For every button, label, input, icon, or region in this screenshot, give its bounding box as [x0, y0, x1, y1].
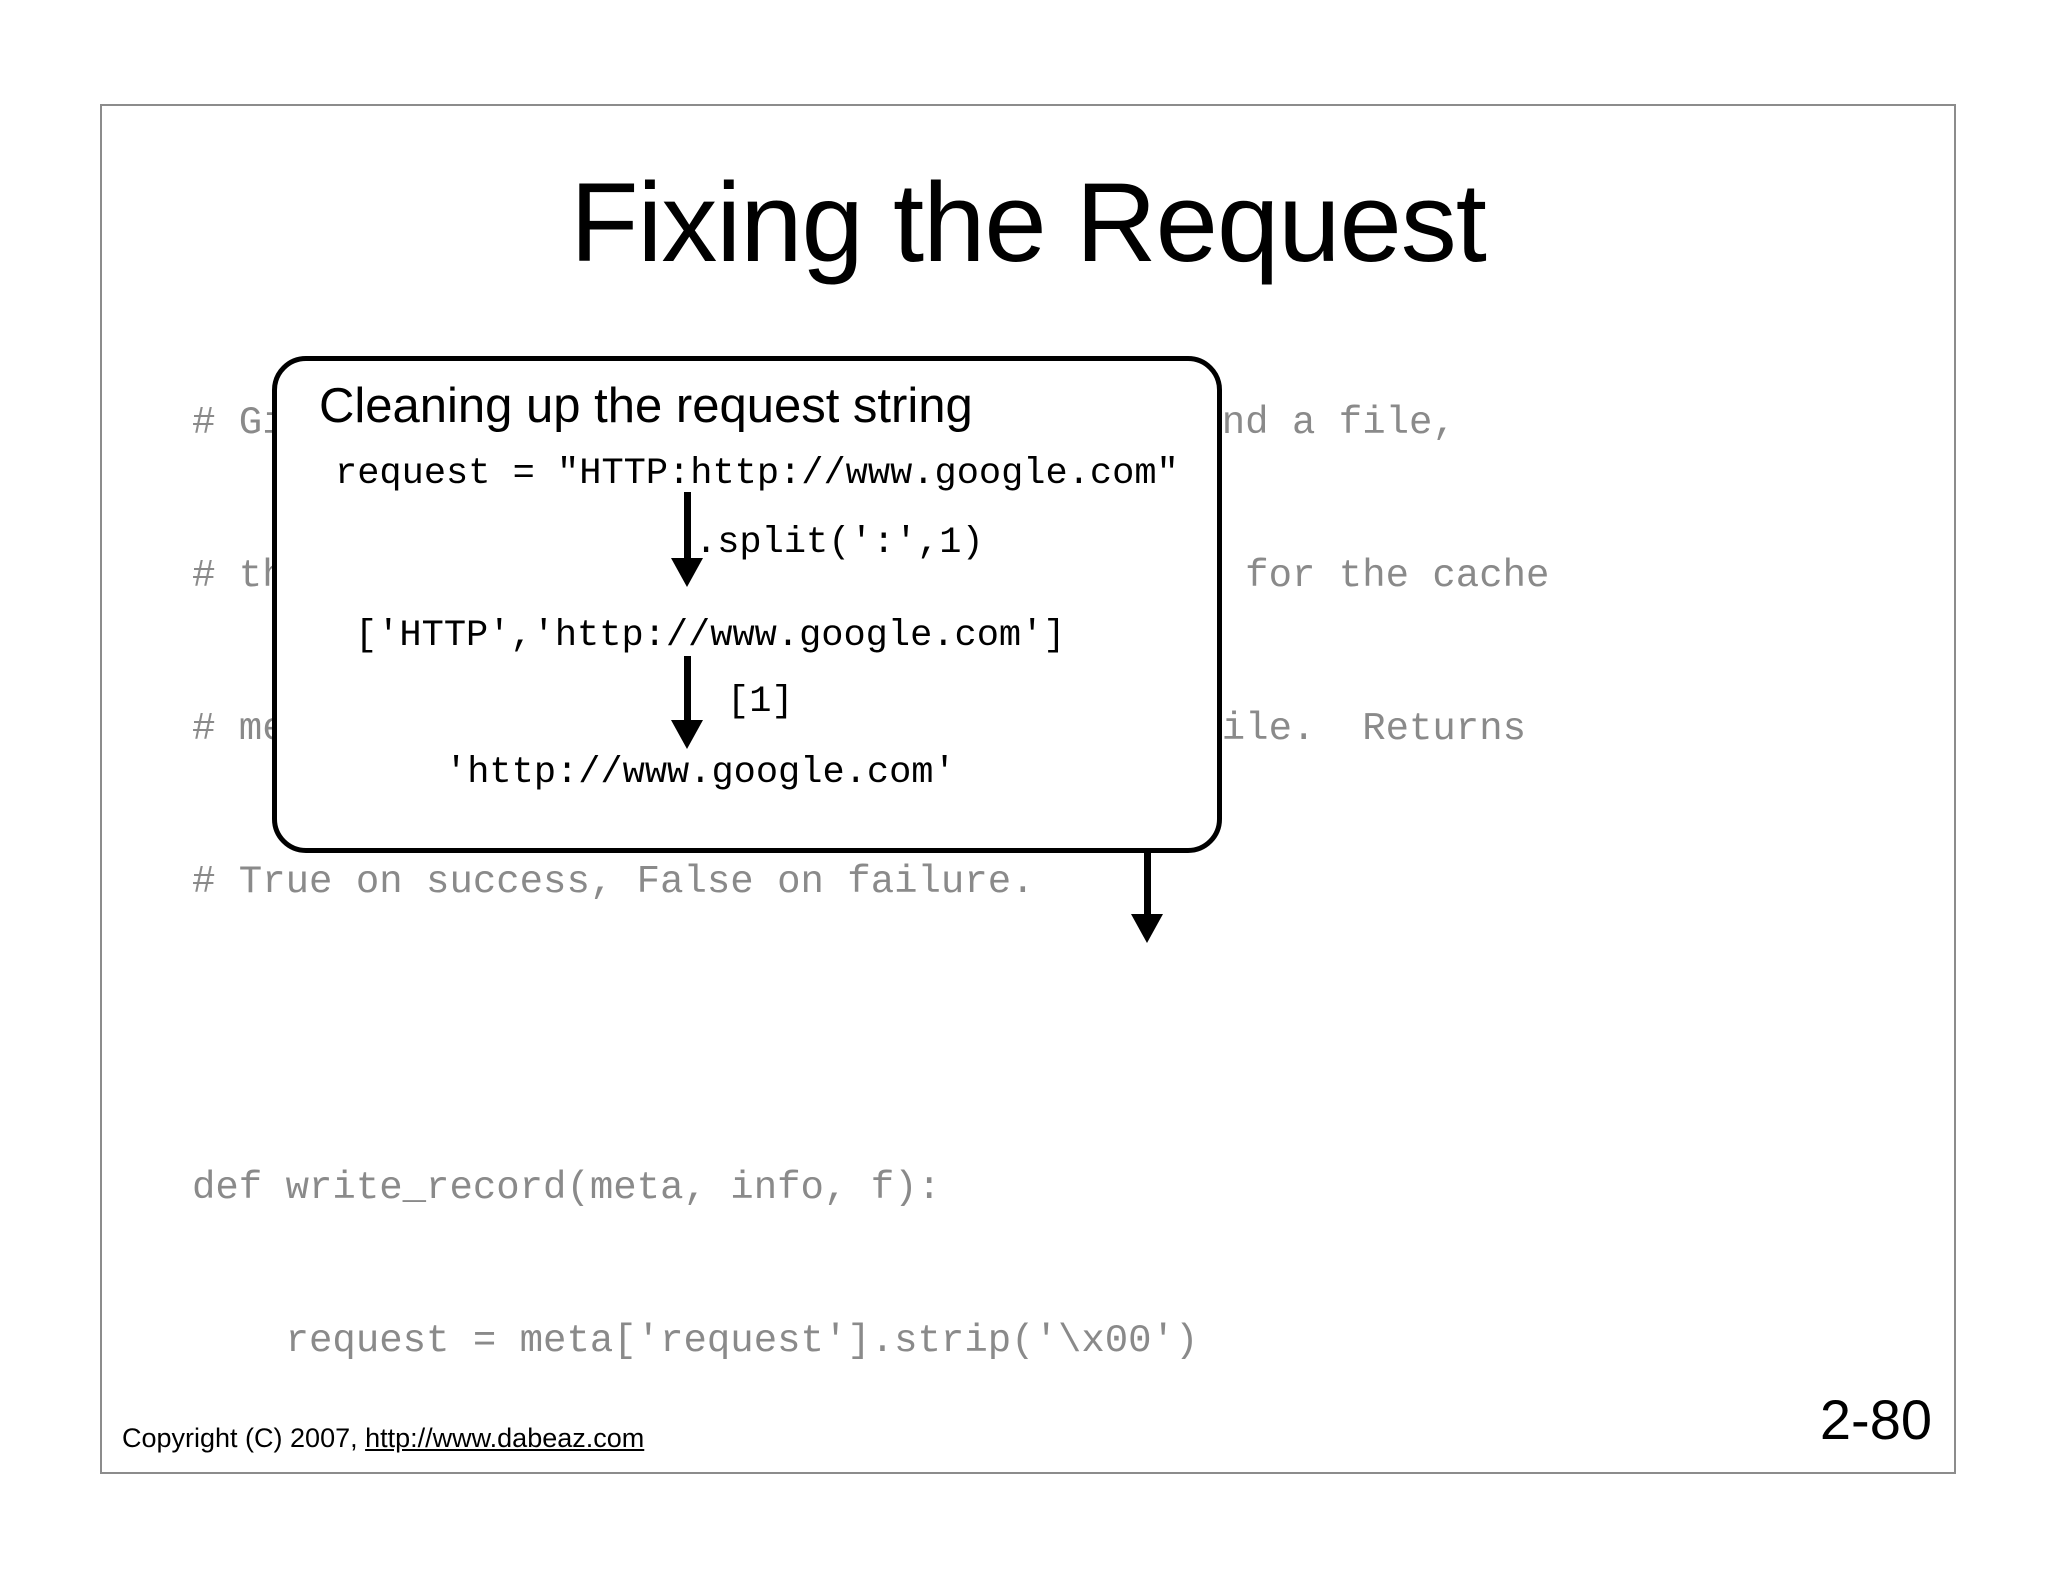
slide-canvas: Fixing the Request # Given a dictionary …: [100, 104, 1956, 1474]
arrow-shaft: [683, 656, 691, 724]
code-line: request = meta['request'].strip('\x00'): [192, 1319, 1199, 1363]
arrow-head: [1131, 914, 1163, 943]
callout-operation-split: .split(':',1): [695, 522, 984, 564]
code-line: response = meta['response'].strip('\x00'…: [192, 1469, 1549, 1472]
code-line: def write_record(meta, info, f):: [192, 1166, 941, 1210]
callout-step-3: 'http://www.google.com': [445, 752, 956, 794]
callout-operation-index: [1]: [727, 681, 794, 723]
arrow-head: [671, 720, 703, 749]
footer-copyright: Copyright (C) 2007, http://www.dabeaz.co…: [122, 1423, 644, 1454]
arrow-head: [671, 558, 703, 587]
callout-pointer-arrow-icon: [1131, 853, 1163, 943]
down-arrow-icon: [671, 656, 703, 749]
dabeaz-link[interactable]: http://www.dabeaz.com: [365, 1423, 645, 1453]
arrow-shaft: [683, 492, 691, 562]
callout-title: Cleaning up the request string: [319, 379, 973, 433]
callout-step-1: request = "HTTP:http://www.google.com": [335, 453, 1179, 495]
callout-panel: Cleaning up the request string request =…: [272, 356, 1222, 853]
page-number: 2-80: [1819, 1388, 1932, 1451]
code-line-blank: [192, 1010, 1549, 1061]
copyright-text: Copyright (C) 2007,: [122, 1423, 366, 1453]
page-title: Fixing the Request: [570, 160, 1487, 285]
arrow-shaft: [1143, 853, 1151, 915]
down-arrow-icon: [671, 492, 703, 587]
callout-step-2: ['HTTP','http://www.google.com']: [355, 615, 1066, 657]
code-line: # True on success, False on failure.: [192, 860, 1035, 904]
